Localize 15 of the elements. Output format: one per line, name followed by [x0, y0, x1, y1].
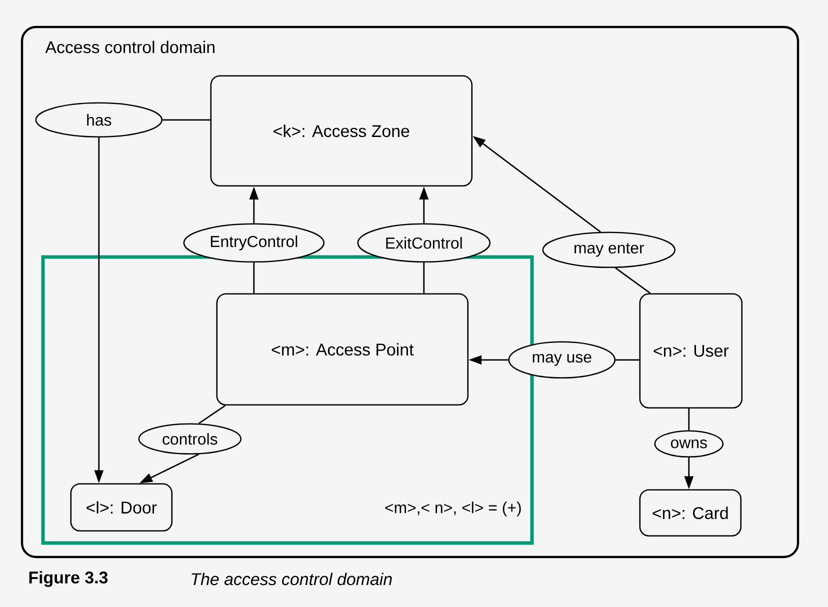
connector: [198, 404, 226, 424]
connector: [253, 262, 255, 294]
figure-number: Figure 3.3: [29, 571, 108, 587]
figure-caption: The access control domain: [192, 572, 392, 586]
multiplicity-note: <m>,< n>, <l> = (+): [385, 502, 521, 516]
entity-box: <l>: Door: [70, 483, 173, 532]
entity-box: <m>: Access Point: [216, 293, 469, 406]
entity-box: <n>: Card: [639, 489, 742, 537]
entity-box: <n>: User: [639, 293, 743, 409]
connector: [616, 359, 640, 361]
entity-box: <k>: Access Zone: [210, 75, 473, 187]
connector: [423, 262, 425, 294]
connector: [162, 119, 210, 121]
connector: [688, 408, 690, 430]
connector: [615, 267, 651, 294]
